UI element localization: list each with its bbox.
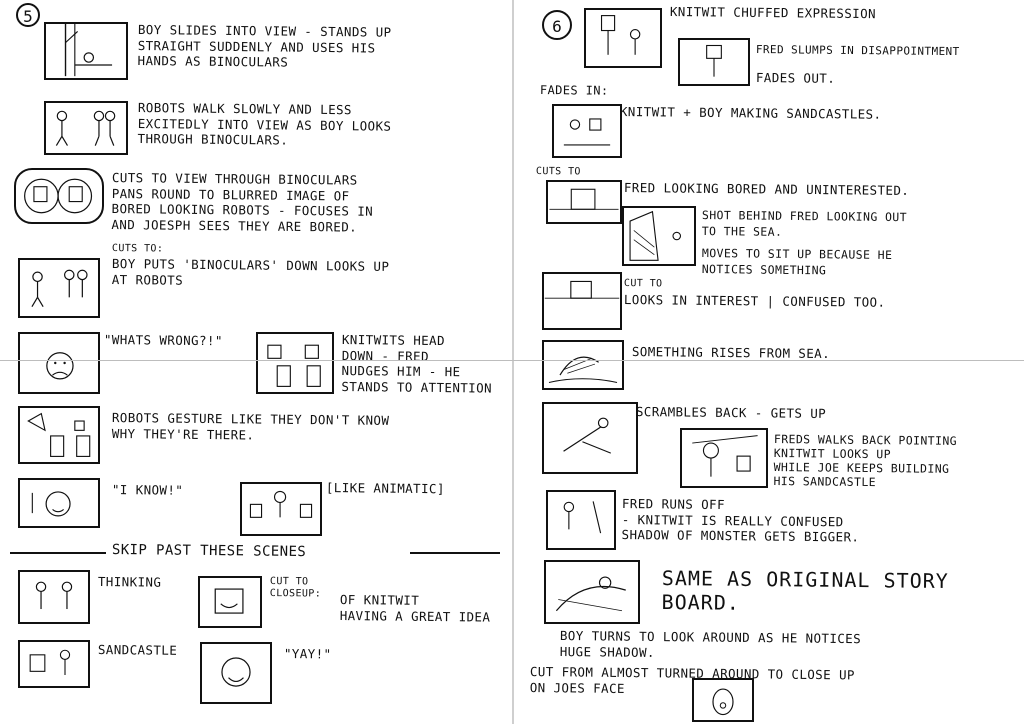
panel-fred-slumps — [678, 38, 750, 86]
sketch-robots-standing — [267, 344, 321, 387]
skip-scenes-label: SKIP PAST THESE SCENES — [111, 542, 307, 561]
sketch-rises-from-sea — [548, 356, 618, 383]
note-great-idea: OF KNITWIT HAVING A GREAT IDEA — [339, 592, 491, 625]
note-sandcastle: SANDCASTLE — [97, 642, 178, 658]
cuts-to-label: CUTS TO: — [111, 243, 164, 255]
sketch-behind-fred — [629, 210, 682, 261]
note-animatic: [LIKE ANIMATIC] — [325, 480, 445, 497]
sketch-fred-bored — [549, 188, 619, 210]
panel-knitwit-chuffed — [584, 8, 662, 68]
note-knitwit-head-down: KNITWITS HEAD DOWN - FRED NUDGES HIM - H… — [341, 332, 493, 396]
scene-number-5: 5 — [16, 3, 40, 27]
panel-fred-bored — [546, 180, 622, 224]
note-whats-wrong: "WHATS WRONG?!" — [103, 332, 223, 349]
note-fred-bored: FRED LOOKING BORED AND UNINTERESTED. — [623, 180, 910, 198]
panel-joes-face — [692, 678, 754, 722]
panel-freds-walks-back — [680, 428, 768, 488]
fades-in-label: FADES IN: — [539, 83, 609, 98]
note-scrambles-back: SCRAMBLES BACK - GETS UP — [635, 404, 827, 421]
note-same-as-original: SAME AS ORIGINAL STORY BOARD. — [661, 566, 949, 615]
note-fred-runs-off: FRED RUNS OFF - KNITWIT IS REALLY CONFUS… — [621, 496, 860, 545]
page-fold-line — [0, 360, 1024, 361]
panel-yay — [200, 642, 272, 704]
panel-huge-shadow — [544, 560, 640, 624]
cut-to-label-right: CUT TO — [623, 278, 663, 290]
panel-behind-fred — [622, 206, 696, 266]
note-thinking: THINKING — [97, 574, 162, 590]
sketch-boy-idea — [31, 491, 71, 517]
panel-boy-slides — [44, 22, 128, 80]
panel-fred-runs-off — [546, 490, 616, 550]
sketch-boy-cheering — [221, 657, 251, 687]
note-rises-from-sea: SOMETHING RISES FROM SEA. — [631, 344, 831, 362]
sketch-animatic-scene — [249, 490, 313, 518]
scene-number-6: 6 — [542, 10, 572, 40]
note-knitwit-chuffed: KNITWIT CHUFFED EXPRESSION — [669, 4, 877, 22]
sketch-thinking — [35, 581, 73, 610]
note-making-sandcastles: KNITWIT + BOY MAKING SANDCASTLES. — [619, 104, 882, 122]
sketch-fred-slumps — [706, 44, 722, 77]
panel-binocular-view — [14, 168, 104, 224]
note-robots-gesture: ROBOTS GESTURE LIKE THEY DON'T KNOW WHY … — [111, 410, 390, 442]
note-boy-turns: BOY TURNS TO LOOK AROUND AS HE NOTICES H… — [559, 628, 862, 660]
sketch-making-sandcastles — [563, 118, 611, 146]
sketch-robots-walk — [55, 110, 116, 146]
note-boy-slides: BOY SLIDES INTO VIEW - STANDS UP STRAIGH… — [137, 22, 392, 70]
sketch-boy-face — [46, 352, 74, 380]
panel-closeup-knitwit — [198, 576, 262, 628]
cut-to-closeup-label: CUT TO CLOSEUP: — [269, 576, 322, 600]
sketch-freds-walks-back — [692, 435, 758, 477]
sketch-huge-shadow — [555, 576, 626, 612]
sketch-sandcastle — [29, 649, 71, 675]
note-fades-out: FADES OUT. — [755, 70, 836, 86]
storyboard-page-right: 6 KNITWIT CHUFFED EXPRESSION FRED SLUMPS… — [512, 0, 1024, 724]
panel-i-know — [18, 478, 100, 528]
sketch-boy-looks-up — [31, 269, 88, 307]
panel-animatic — [240, 482, 322, 536]
note-binocular-view: CUTS TO VIEW THROUGH BINOCULARS PANS ROU… — [111, 170, 374, 235]
note-yay: "YAY!" — [283, 646, 332, 662]
page-gutter — [512, 0, 514, 724]
panel-looks-interest — [542, 272, 622, 330]
note-looks-interest: LOOKS IN INTEREST | CONFUSED TOO. — [623, 292, 886, 310]
sketch-joes-face — [712, 688, 734, 716]
note-robots-walk: ROBOTS WALK SLOWLY AND LESS EXCITEDLY IN… — [137, 100, 392, 148]
sketch-knitwit-closeup — [214, 588, 244, 614]
sketch-binocular-view — [24, 178, 93, 214]
panel-robots-walk — [44, 101, 128, 155]
sketch-robots-gesture — [27, 412, 91, 457]
skip-divider-right — [410, 552, 500, 554]
panel-boy-looks-up — [18, 258, 100, 318]
panel-sandcastle — [18, 640, 90, 688]
note-moves-to-sit: MOVES TO SIT UP BECAUSE HE NOTICES SOMET… — [701, 246, 893, 277]
sketch-boy-slides — [64, 24, 113, 77]
panel-knitwit-head-down — [256, 332, 334, 394]
note-fred-slumps: FRED SLUMPS IN DISAPPOINTMENT — [755, 42, 960, 59]
sketch-looks-interest — [544, 280, 620, 299]
panel-thinking — [18, 570, 90, 624]
panel-robots-gesture — [18, 406, 100, 464]
note-freds-walks-back: FREDS WALKS BACK POINTING KNITWIT LOOKS … — [773, 432, 958, 490]
storyboard-page-left: 5 BOY SLIDES INTO VIEW - STANDS UP STRAI… — [10, 3, 500, 704]
cuts-to-label-right: CUTS TO — [535, 166, 581, 178]
sketch-fred-runs-off — [563, 501, 602, 534]
skip-divider — [10, 552, 106, 554]
note-behind-fred: SHOT BEHIND FRED LOOKING OUT TO THE SEA. — [701, 208, 908, 239]
panel-whats-wrong — [18, 332, 100, 394]
note-i-know: "I KNOW!" — [111, 482, 184, 498]
panel-making-sandcastles — [552, 104, 622, 158]
sketch-knitwit-chuffed — [600, 15, 641, 55]
panel-scrambles-back — [542, 402, 638, 474]
sketch-scrambles-back — [563, 417, 611, 454]
note-boy-looks-up: BOY PUTS 'BINOCULARS' DOWN LOOKS UP AT R… — [111, 256, 390, 288]
panel-rises-from-sea — [542, 340, 624, 390]
